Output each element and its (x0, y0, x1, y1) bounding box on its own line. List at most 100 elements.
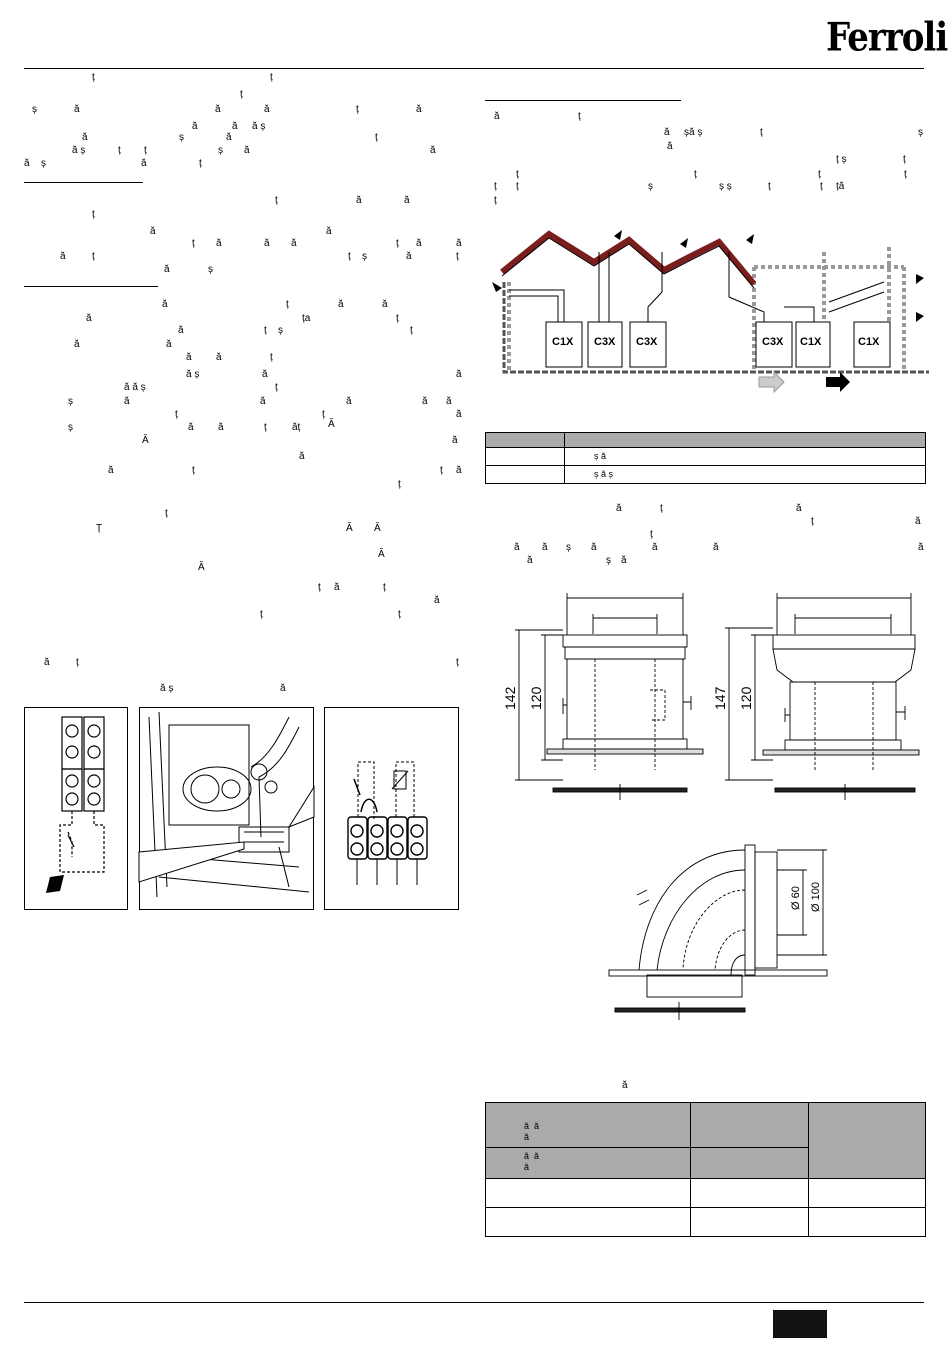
left-text-fragment: ă (346, 396, 352, 407)
left-text-fragment: ă ș (186, 369, 200, 380)
right-text-fragment: ă (542, 542, 548, 553)
boiler-interior-photo (138, 707, 315, 910)
left-text-fragment: ă (74, 104, 80, 115)
left-text-fragment: ț (270, 72, 273, 83)
right-text-fragment: ă (652, 542, 658, 553)
right-text-fragment: ș (648, 181, 653, 192)
right-text-fragment: ț (760, 127, 763, 138)
left-text-fragment: ă (452, 435, 458, 446)
left-text-fragment: ț (240, 89, 243, 100)
left-text-fragment: ț (92, 251, 95, 262)
right-text-fragment: ț (516, 181, 519, 192)
left-text-fragment: ă (232, 121, 238, 132)
left-text-fragment: ț (356, 104, 359, 115)
table-legend: ș ă ș ă ș (485, 432, 926, 484)
left-text-fragment: ă (264, 238, 270, 249)
left-text-fragment: ă (430, 145, 436, 156)
left-text-fragment: ț (383, 582, 386, 593)
left-text-fragment: ț (270, 352, 273, 363)
right-text-fragment: ă (527, 555, 533, 566)
boiler-type-label: C1X (800, 336, 822, 348)
left-text-fragment: ă (299, 451, 305, 462)
boiler-type-label: C3X (762, 336, 784, 348)
left-text-fragment: ă (404, 195, 410, 206)
right-text-fragment: ă (621, 555, 627, 566)
right-text-fragment: ă (667, 141, 673, 152)
left-text-fragment: ă (434, 595, 440, 606)
left-text-fragment: ă (86, 313, 92, 324)
left-text-fragment: Ț (96, 523, 103, 534)
left-text-fragment: ț (264, 422, 267, 433)
boiler-type-label: C3X (594, 336, 616, 348)
left-text-fragment: ă (334, 582, 340, 593)
left-text-fragment: ă (82, 132, 88, 143)
left-text-fragment: ă (338, 299, 344, 310)
left-text-fragment: ș (278, 325, 283, 336)
footer-rule (24, 1302, 924, 1303)
left-text-fragment: ă (44, 657, 50, 668)
right-text-fragment: ț (818, 169, 821, 180)
right-text-fragment: ă (713, 542, 719, 553)
boiler-type-label: C1X (552, 336, 574, 348)
right-text-fragment: ș (566, 542, 571, 553)
left-text-fragment: ă (150, 226, 156, 237)
left-text-fragment: ț (322, 409, 325, 420)
left-text-fragment: ă (260, 396, 266, 407)
left-text-fragment: ă (280, 683, 286, 694)
left-text-fragment: ș (362, 251, 367, 262)
right-text-fragment: ț (516, 169, 519, 180)
right-text-fragment: șă ș (684, 127, 703, 138)
left-text-fragment: ț (192, 465, 195, 476)
left-text-fragment: ș (32, 104, 37, 115)
right-text-fragment: ț (811, 516, 814, 527)
right-text-fragment: ș ș (719, 181, 732, 192)
wiring-schematic (324, 707, 459, 910)
right-text-fragment: ă (494, 111, 500, 122)
left-text-fragment: ă (24, 158, 30, 169)
table2-row1: ă ă ă (524, 1121, 540, 1142)
left-text-fragment: ă ș (252, 121, 266, 132)
left-text-fragment: ș (68, 396, 73, 407)
left-text-fragment: ă (74, 339, 80, 350)
left-text-fragment: ă (422, 396, 428, 407)
left-text-fragment: ț (260, 609, 263, 620)
left-text-fragment: ă (226, 132, 232, 143)
left-text-fragment: ă (215, 104, 221, 115)
left-text-fragment: ă (382, 299, 388, 310)
left-text-fragment: ș (208, 264, 213, 275)
left-text-fragment: ț (375, 132, 378, 143)
left-text-fragment: Ă (142, 435, 149, 446)
header-rule (24, 68, 924, 69)
left-text-fragment: ă (186, 352, 192, 363)
right-text-fragment: ț ș (836, 154, 847, 165)
dimension-label: Ø 60 (790, 886, 802, 910)
left-text-fragment: ă (262, 369, 268, 380)
dimension-label: Ø 100 (810, 882, 822, 912)
right-text-fragment: ț (904, 169, 907, 180)
brand-logo: Ferroli (826, 15, 948, 61)
left-text-fragment: ă (141, 158, 147, 169)
left-text-fragment: Ă (328, 419, 335, 430)
left-text-fragment: ă ș (160, 683, 174, 694)
left-text-fragment: ă ș (72, 145, 86, 156)
right-text-fragment: ț (903, 154, 906, 165)
left-text-fragment: ț (396, 313, 399, 324)
right-text-fragment: ț (660, 503, 663, 514)
left-text-fragment: ă (178, 325, 184, 336)
section-rule-1 (24, 182, 143, 183)
left-text-fragment: Ă (346, 523, 353, 534)
left-text-fragment: ă (446, 396, 452, 407)
left-text-fragment: Ă (374, 523, 381, 534)
left-text-fragment: ă (192, 121, 198, 132)
left-text-fragment: ț (286, 299, 289, 310)
left-text-fragment: ț (175, 409, 178, 420)
left-text-fragment: ă (216, 238, 222, 249)
left-text-fragment: ă (456, 369, 462, 380)
right-text-fragment: ț (494, 195, 497, 206)
left-text-fragment: ă (326, 226, 332, 237)
left-text-fragment: ă (60, 251, 66, 262)
section-rule-2 (24, 286, 158, 287)
left-text-fragment: ă (244, 145, 250, 156)
right-text-fragment: ă (616, 503, 622, 514)
right-text-fragment: ă (514, 542, 520, 553)
